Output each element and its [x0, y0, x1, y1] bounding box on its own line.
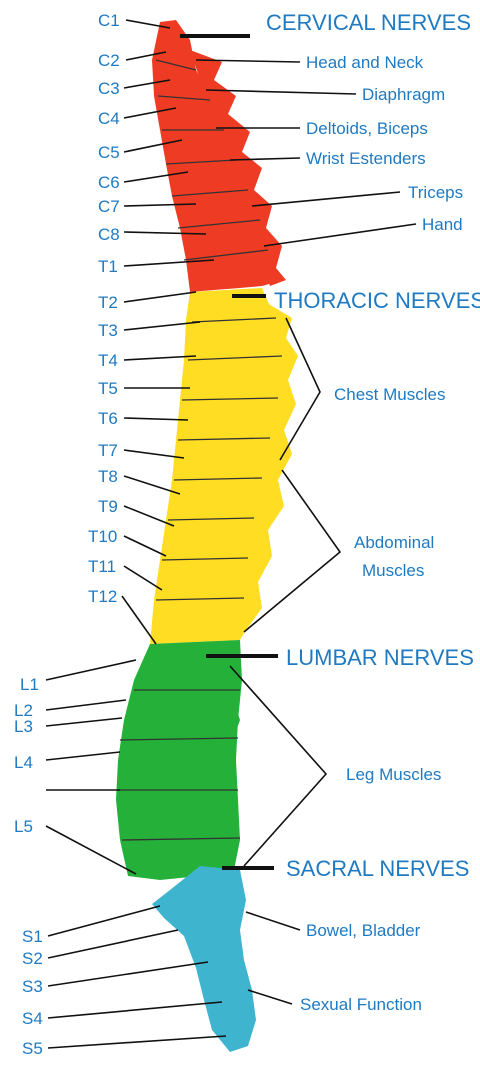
function-bowel-bladder: Bowel, Bladder	[306, 921, 421, 940]
label-c6: C6	[98, 173, 120, 192]
label-c1: C1	[98, 11, 120, 30]
label-t3: T3	[98, 321, 118, 340]
function-abdominal-line1: Abdominal	[354, 533, 434, 552]
function-wrist-extenders: Wrist Estenders	[306, 149, 426, 168]
label-t8: T8	[98, 467, 118, 486]
label-c4: C4	[98, 109, 120, 128]
sacral-segment	[152, 866, 256, 1052]
region-sacral: SACRAL NERVES	[286, 856, 469, 881]
label-t5: T5	[98, 379, 118, 398]
function-head-neck: Head and Neck	[306, 53, 424, 72]
function-abdominal-line2: Muscles	[362, 561, 424, 580]
function-sexual: Sexual Function	[300, 995, 422, 1014]
spine-column	[116, 20, 298, 1052]
label-c3: C3	[98, 79, 120, 98]
label-t12: T12	[88, 587, 117, 606]
label-s5: S5	[22, 1039, 43, 1058]
label-t10: T10	[88, 527, 117, 546]
function-hand: Hand	[422, 215, 463, 234]
sacrum-coccyx	[152, 866, 256, 1052]
thoracic-segment	[150, 288, 298, 644]
label-s4: S4	[22, 1009, 43, 1028]
label-l3: L3	[14, 717, 33, 736]
label-t2: T2	[98, 293, 118, 312]
function-deltoids-biceps: Deltoids, Biceps	[306, 119, 428, 138]
label-c7: C7	[98, 197, 120, 216]
label-t1: T1	[98, 257, 118, 276]
label-l5: L5	[14, 817, 33, 836]
label-t6: T6	[98, 409, 118, 428]
label-s3: S3	[22, 977, 43, 996]
label-c2: C2	[98, 51, 120, 70]
label-t9: T9	[98, 497, 118, 516]
vertebra-labels: C1 C2 C3 C4 C5 C6 C7 C8 T1 T2 T3 T4 T5 T…	[14, 11, 120, 1058]
label-t7: T7	[98, 441, 118, 460]
label-l4: L4	[14, 753, 33, 772]
label-c5: C5	[98, 143, 120, 162]
function-leg-muscles: Leg Muscles	[346, 765, 441, 784]
label-l1: L1	[20, 675, 39, 694]
label-s2: S2	[22, 949, 43, 968]
region-thoracic: THORACIC NERVES	[274, 288, 480, 313]
region-lumbar: LUMBAR NERVES	[286, 645, 474, 670]
label-t4: T4	[98, 351, 118, 370]
function-diaphragm: Diaphragm	[362, 85, 445, 104]
region-labels: CERVICAL NERVES THORACIC NERVES LUMBAR N…	[266, 10, 480, 881]
function-chest-muscles: Chest Muscles	[334, 385, 445, 404]
label-c8: C8	[98, 225, 120, 244]
region-cervical: CERVICAL NERVES	[266, 10, 471, 35]
function-triceps: Triceps	[408, 183, 463, 202]
label-s1: S1	[22, 927, 43, 946]
label-t11: T11	[88, 557, 116, 576]
lumbar-segment	[116, 640, 242, 880]
